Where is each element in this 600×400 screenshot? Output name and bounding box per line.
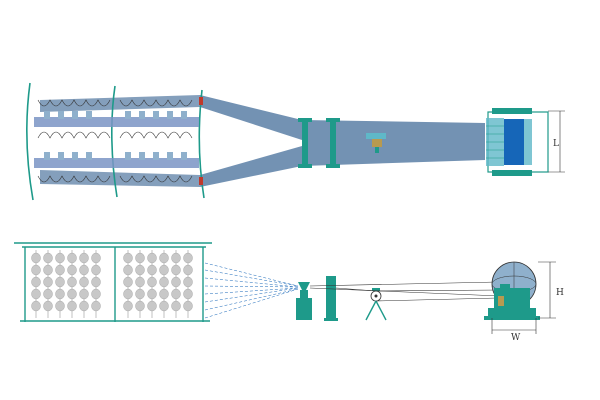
bobbin-row-upper: [34, 111, 199, 127]
dimension-label-L: L: [553, 139, 559, 149]
bobbin: [67, 276, 77, 288]
bobbin: [159, 300, 169, 312]
bobbin: [91, 300, 101, 312]
bobbin: [123, 276, 133, 288]
bobbin-grid-side: [31, 250, 193, 318]
bobbin: [135, 288, 145, 300]
warping-head-plan: [486, 108, 549, 176]
bobbin: [31, 288, 41, 300]
bobbin: [147, 264, 157, 276]
bobbin: [91, 288, 101, 300]
dimension-label-H: H: [556, 288, 564, 298]
measuring-device-icon: [366, 133, 386, 153]
bobbin: [171, 276, 181, 288]
bobbin: [183, 300, 193, 312]
bobbin: [123, 264, 133, 276]
bobbin: [79, 300, 89, 312]
bobbin: [183, 252, 193, 264]
bobbin: [183, 276, 193, 288]
bobbin: [91, 252, 101, 264]
bobbin: [159, 276, 169, 288]
yarn-fan-lines: [204, 262, 299, 319]
leasing-reed: [298, 118, 340, 168]
measuring-stand: [365, 288, 387, 321]
bobbin: [55, 252, 65, 264]
bobbin: [43, 300, 53, 312]
bobbin: [91, 276, 101, 288]
bobbin: [31, 300, 41, 312]
bobbin: [91, 264, 101, 276]
bobbin: [147, 300, 157, 312]
bobbin: [123, 300, 133, 312]
bobbin: [159, 252, 169, 264]
bobbin: [31, 264, 41, 276]
bobbin: [43, 288, 53, 300]
bobbin: [135, 264, 145, 276]
bobbin: [135, 276, 145, 288]
bobbin: [171, 300, 181, 312]
bobbin: [67, 264, 77, 276]
bobbin: [135, 252, 145, 264]
converging-sheet-upper: [200, 95, 302, 140]
dimension-W: [491, 318, 537, 334]
warping-head-side: [484, 261, 540, 320]
bobbin: [79, 264, 89, 276]
bobbin: [43, 276, 53, 288]
bobbin: [79, 252, 89, 264]
tensioner-marks: [199, 97, 203, 185]
main-yarn-sheet: [302, 120, 485, 166]
bobbin: [55, 264, 65, 276]
bobbin: [55, 276, 65, 288]
bobbin: [55, 288, 65, 300]
leasing-reed-side: [324, 276, 338, 321]
yarn-guide-loops: [37, 99, 193, 183]
bobbin-row-lower: [34, 152, 199, 168]
bobbin: [147, 288, 157, 300]
bobbin: [183, 288, 193, 300]
bobbin: [55, 300, 65, 312]
creel-frame-side: [14, 242, 212, 322]
plan-view: L: [26, 82, 565, 201]
yarn-sheet-lines-side: [309, 281, 501, 302]
bobbin: [123, 252, 133, 264]
bobbin: [183, 264, 193, 276]
bobbin: [171, 264, 181, 276]
side-view: H W: [14, 242, 564, 343]
bobbin: [67, 288, 77, 300]
dimension-L: L: [548, 110, 565, 173]
bobbin: [31, 276, 41, 288]
converging-sheet-lower: [200, 146, 302, 187]
bobbin: [43, 252, 53, 264]
bobbin: [31, 252, 41, 264]
bobbin: [123, 288, 133, 300]
bobbin: [159, 264, 169, 276]
bobbin: [171, 288, 181, 300]
yarn-sheet-upper: [40, 95, 200, 112]
dimension-H: [538, 261, 556, 319]
bobbin: [135, 300, 145, 312]
bobbin: [79, 288, 89, 300]
comb-stand: [296, 282, 312, 320]
bobbin: [147, 276, 157, 288]
bobbin: [159, 288, 169, 300]
dimension-label-W: W: [511, 333, 521, 343]
bobbin: [147, 252, 157, 264]
bobbin: [43, 264, 53, 276]
bobbin: [67, 252, 77, 264]
bobbin: [79, 276, 89, 288]
yarn-sheet-lower: [40, 170, 200, 187]
bobbin: [171, 252, 181, 264]
bobbin: [67, 300, 77, 312]
